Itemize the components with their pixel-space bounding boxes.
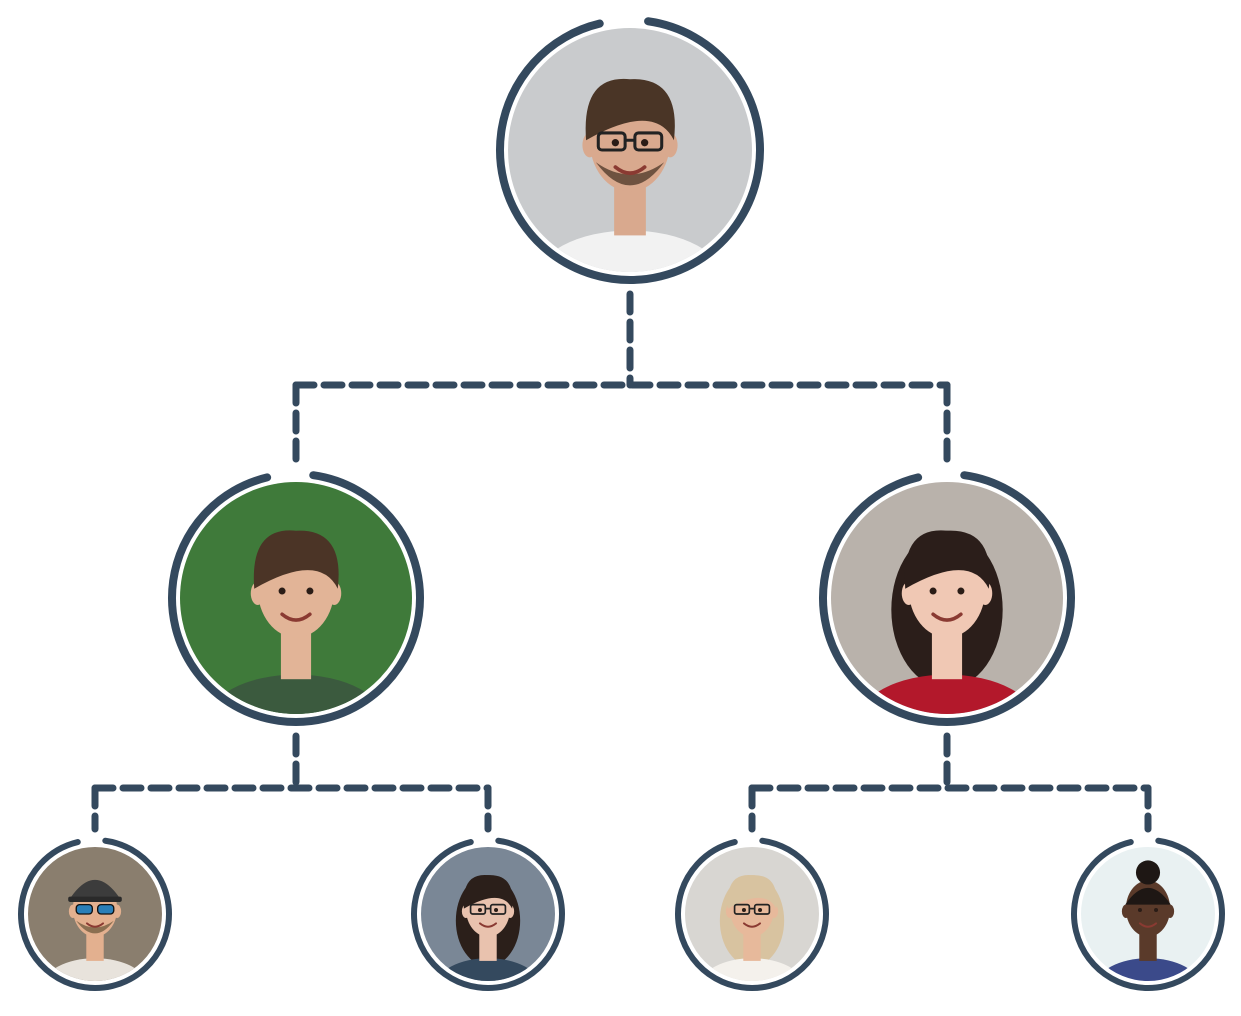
node-mid-right[interactable] xyxy=(807,458,1087,772)
node-leaf-1[interactable] xyxy=(11,830,178,1014)
avatar-ring xyxy=(496,16,764,284)
person-portrait-icon xyxy=(28,847,162,981)
avatar-ring xyxy=(411,837,565,991)
avatar-ring xyxy=(1071,836,1225,991)
person-portrait-icon xyxy=(831,482,1063,714)
avatar-ring xyxy=(168,470,424,726)
avatar-ring xyxy=(675,837,829,992)
node-leaf-4[interactable] xyxy=(1064,830,1231,1014)
person-portrait-icon xyxy=(685,847,819,981)
node-leaf-3[interactable] xyxy=(668,830,835,1014)
person-portrait-icon xyxy=(180,482,412,714)
connectors xyxy=(91,290,1152,833)
avatar-ring xyxy=(17,837,172,991)
nodes xyxy=(11,3,1231,1014)
person-portrait-icon xyxy=(1081,847,1215,981)
node-root[interactable] xyxy=(483,3,777,333)
person-portrait-icon xyxy=(421,847,555,981)
person-portrait-icon xyxy=(508,28,752,272)
node-mid-left[interactable] xyxy=(156,458,436,772)
avatar-ring xyxy=(819,470,1075,727)
node-leaf-2[interactable] xyxy=(404,830,571,1014)
